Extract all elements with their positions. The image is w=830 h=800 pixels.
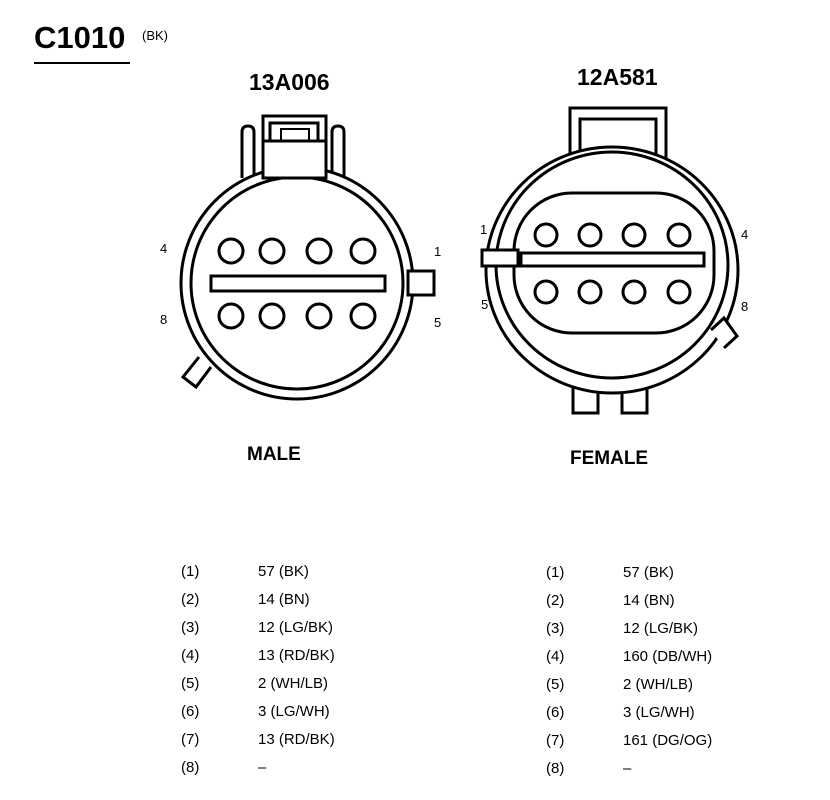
male-pin-label-8: 8 bbox=[160, 312, 168, 327]
pin-number: (2) bbox=[181, 591, 200, 608]
pin-wire: 12 (LG/BK) bbox=[623, 620, 699, 637]
male-pin-label-1: 1 bbox=[434, 244, 442, 259]
male-pin-8 bbox=[217, 302, 245, 330]
pin-wire: 161 (DG/OG) bbox=[623, 732, 713, 749]
female-pin-label-8: 8 bbox=[741, 299, 749, 314]
table-row: (3) 12 (LG/BK) bbox=[546, 620, 806, 648]
female-pin-label-1: 1 bbox=[480, 222, 488, 237]
pin-wire: 13 (RD/BK) bbox=[258, 647, 335, 664]
pin-number: (7) bbox=[181, 731, 200, 748]
pin-wire: 14 (BN) bbox=[623, 592, 675, 609]
pin-wire: 14 (BN) bbox=[258, 591, 310, 608]
pin-wire: 57 (BK) bbox=[258, 563, 309, 580]
pin-wire: – bbox=[623, 760, 632, 777]
female-pin-7 bbox=[621, 279, 647, 305]
table-row: (7) 161 (DG/OG) bbox=[546, 732, 806, 760]
table-row: (7) 13 (RD/BK) bbox=[181, 731, 441, 759]
table-row: (4) 160 (DB/WH) bbox=[546, 648, 806, 676]
male-right-latch bbox=[330, 124, 346, 178]
female-pin-label-4: 4 bbox=[741, 227, 749, 242]
female-label: FEMALE bbox=[570, 448, 649, 469]
female-pin-2 bbox=[577, 222, 603, 248]
table-row: (5) 2 (WH/LB) bbox=[546, 676, 806, 704]
male-label: MALE bbox=[247, 444, 301, 465]
male-lock-tab-window bbox=[280, 128, 310, 142]
female-pin-5 bbox=[533, 279, 559, 305]
table-row: (4) 13 (RD/BK) bbox=[181, 647, 441, 675]
pin-number: (1) bbox=[546, 564, 565, 581]
male-pin-6 bbox=[305, 302, 333, 330]
female-pin-label-5: 5 bbox=[481, 297, 489, 312]
male-pin-3 bbox=[258, 237, 286, 265]
table-row: (1) 57 (BK) bbox=[181, 563, 441, 591]
pin-number: (8) bbox=[546, 760, 565, 777]
pin-wire: 57 (BK) bbox=[623, 564, 674, 581]
pin-number: (3) bbox=[181, 619, 200, 636]
pin-wire: 12 (LG/BK) bbox=[258, 619, 334, 636]
pin-number: (4) bbox=[546, 648, 565, 665]
male-connector-face bbox=[179, 114, 436, 401]
female-pin-4 bbox=[666, 222, 692, 248]
pin-number: (1) bbox=[181, 563, 200, 580]
female-part-number: 12A581 bbox=[577, 64, 658, 90]
male-right-key bbox=[406, 269, 436, 297]
female-pin-table: (1) 57 (BK) (2) 14 (BN) (3) 12 (LG/BK) (4) 1… bbox=[546, 564, 806, 788]
connector-id: C1010 bbox=[34, 20, 126, 55]
pin-wire: 3 (LG/WH) bbox=[623, 704, 695, 721]
table-row: (2) 14 (BN) bbox=[181, 591, 441, 619]
female-pin-6 bbox=[577, 279, 603, 305]
male-part-number: 13A006 bbox=[249, 69, 330, 95]
male-lower-tab bbox=[180, 356, 213, 390]
male-pin-4 bbox=[217, 237, 245, 265]
pin-wire: 3 (LG/WH) bbox=[258, 703, 330, 720]
table-row: (6) 3 (LG/WH) bbox=[546, 704, 806, 732]
male-pin-5 bbox=[349, 302, 377, 330]
pin-number: (2) bbox=[546, 592, 565, 609]
male-pin-label-5: 5 bbox=[434, 315, 442, 330]
pin-wire: 2 (WH/LB) bbox=[623, 676, 694, 693]
pin-number: (6) bbox=[181, 703, 200, 720]
pin-wire: 160 (DB/WH) bbox=[623, 648, 713, 665]
table-row: (8) – bbox=[181, 759, 441, 787]
pin-wire: 2 (WH/LB) bbox=[258, 675, 329, 692]
pin-wire: – bbox=[258, 759, 267, 776]
male-pin-1 bbox=[349, 237, 377, 265]
table-row: (8) – bbox=[546, 760, 806, 788]
table-row: (3) 12 (LG/BK) bbox=[181, 619, 441, 647]
pin-number: (7) bbox=[546, 732, 565, 749]
pin-wire: 13 (RD/BK) bbox=[258, 731, 335, 748]
pin-number: (4) bbox=[181, 647, 200, 664]
connector-id-underline bbox=[34, 62, 130, 64]
female-left-key bbox=[480, 248, 520, 268]
pin-number: (8) bbox=[181, 759, 200, 776]
table-row: (5) 2 (WH/LB) bbox=[181, 675, 441, 703]
pin-number: (6) bbox=[546, 704, 565, 721]
female-pin-8 bbox=[666, 279, 692, 305]
table-row: (2) 14 (BN) bbox=[546, 592, 806, 620]
male-pin-table: (1) 57 (BK) (2) 14 (BN) (3) 12 (LG/BK) (4) 1… bbox=[181, 563, 441, 787]
pin-number: (3) bbox=[546, 620, 565, 637]
female-right-latch bbox=[709, 315, 739, 350]
table-row: (6) 3 (LG/WH) bbox=[181, 703, 441, 731]
male-left-latch bbox=[240, 124, 256, 178]
female-center-rib bbox=[519, 251, 706, 268]
female-connector-face bbox=[480, 106, 740, 415]
male-pin-label-4: 4 bbox=[160, 241, 168, 256]
male-center-rib bbox=[209, 274, 387, 293]
female-pin-3 bbox=[621, 222, 647, 248]
table-row: (1) 57 (BK) bbox=[546, 564, 806, 592]
male-pin-7 bbox=[258, 302, 286, 330]
pin-number: (5) bbox=[181, 675, 200, 692]
pin-number: (5) bbox=[546, 676, 565, 693]
male-pin-2 bbox=[305, 237, 333, 265]
connector-color-code: (BK) bbox=[142, 28, 168, 43]
female-pin-1 bbox=[533, 222, 559, 248]
